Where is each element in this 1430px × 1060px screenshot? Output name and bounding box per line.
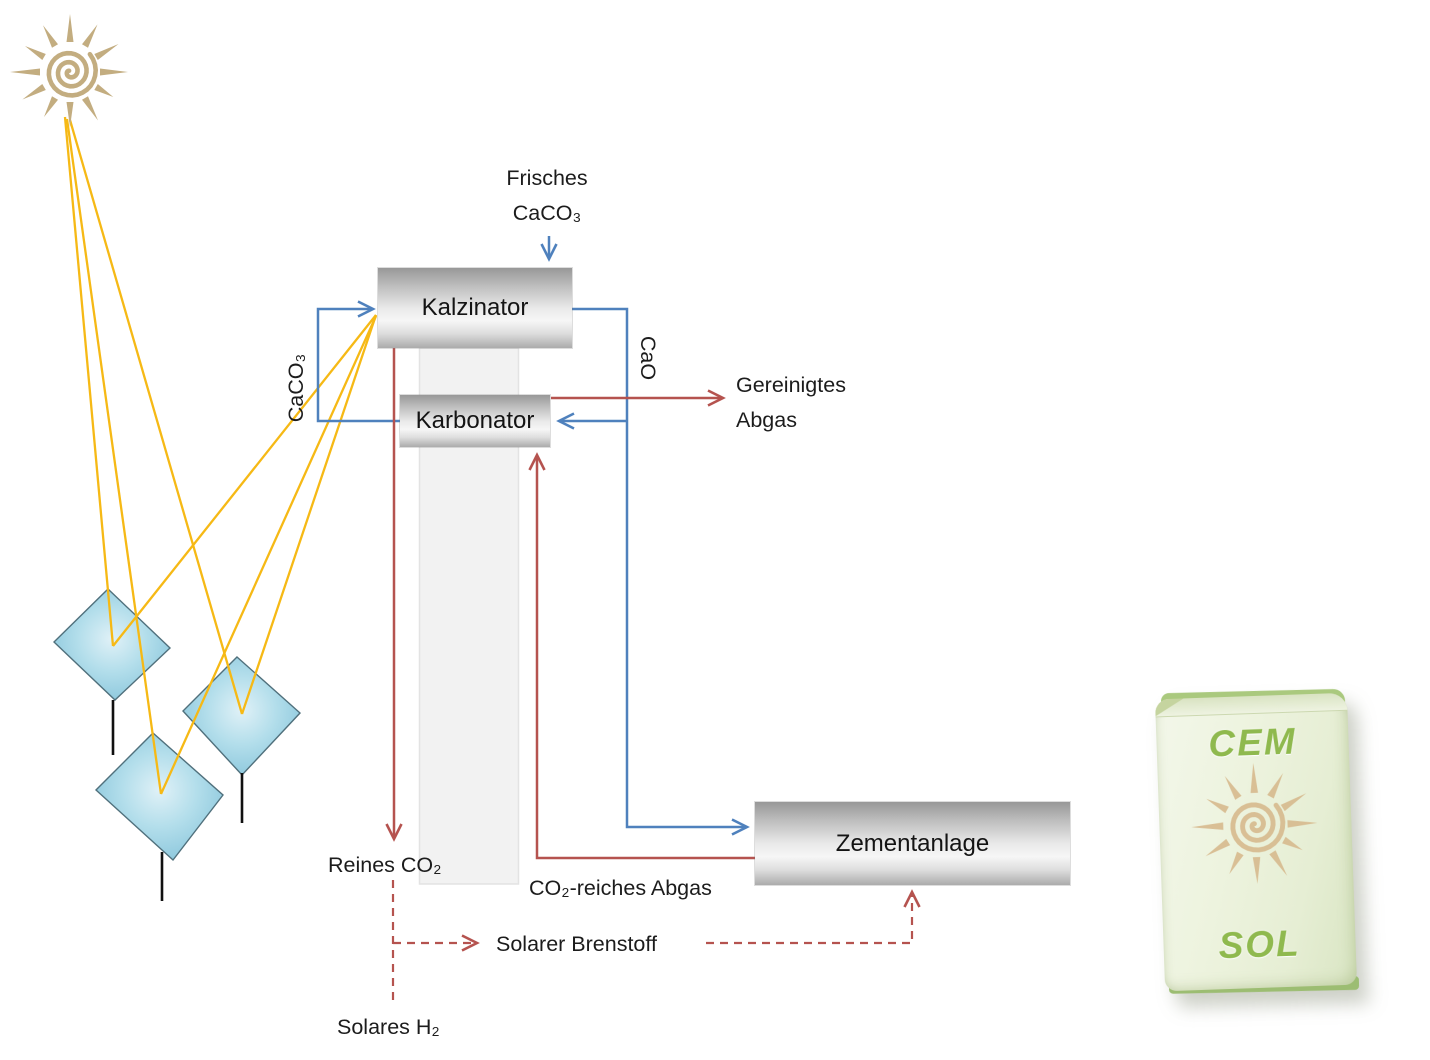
zementanlage-box: Zementanlage — [755, 802, 1070, 885]
solar-ray — [68, 119, 244, 715]
caco3-recycle-line — [316, 300, 400, 423]
solar-rays — [63, 116, 378, 795]
kalzinator-box: Kalzinator — [378, 268, 572, 348]
fresh-caco3-line1: Frisches — [506, 166, 588, 190]
co2-reiches-abgas-line — [528, 452, 755, 860]
bag-sun-logo — [1178, 751, 1333, 898]
gereinigtes-abgas-line1: Gereinigtes — [736, 373, 846, 397]
heliostat-icon — [94, 732, 224, 862]
solar-ray — [65, 118, 163, 795]
cao-label: CaO — [636, 335, 661, 381]
cao-to-zementanlage-line — [572, 307, 750, 836]
heliostat-poles — [111, 700, 244, 901]
bag-brand-bottom: SOL — [1217, 922, 1302, 967]
red-flow-lines — [385, 348, 755, 860]
solar-ray-reflected — [240, 314, 378, 715]
fresh-caco3-line2: CaCO₃ — [512, 201, 582, 225]
bag-corner-fold — [1154, 696, 1188, 718]
fresh-caco3-label: Frisches CaCO₃ — [462, 161, 632, 231]
heliostat-icon — [182, 656, 302, 777]
karbonator-label: Karbonator — [415, 407, 535, 434]
co2-reiches-abgas-label: CO₂-reiches Abgas — [529, 876, 712, 900]
solar-fuel-to-zementanlage-line — [706, 889, 921, 945]
zementanlage-label: Zementanlage — [835, 829, 990, 857]
sun-icon — [1189, 761, 1320, 886]
kalzinator-label: Kalzinator — [421, 294, 529, 321]
cement-bag-body: CEM SOL — [1154, 692, 1358, 992]
solares-h2-label: Solares H₂ — [337, 1015, 440, 1039]
solar-fuel-dashed-lines — [391, 878, 921, 1000]
solarer-brenstoff-label: Solarer Brenstoff — [496, 932, 657, 956]
solar-ray-reflected — [159, 315, 378, 795]
reines-co2-label: Reines CO₂ — [328, 853, 442, 877]
blue-flow-lines — [316, 236, 750, 836]
gereinigtes-abgas-label: Gereinigtes Abgas — [736, 368, 846, 438]
solar-ray — [63, 116, 115, 647]
heliostat-field — [52, 588, 302, 862]
cement-bag: CEM SOL — [1154, 692, 1358, 992]
gereinigtes-abgas-line2: Abgas — [736, 408, 797, 432]
caco3-recycle-label: CaCO₃ — [283, 353, 308, 423]
karbonator-box: Karbonator — [400, 395, 550, 447]
solar-ray-reflected — [112, 314, 377, 647]
sun-icon — [10, 14, 128, 127]
